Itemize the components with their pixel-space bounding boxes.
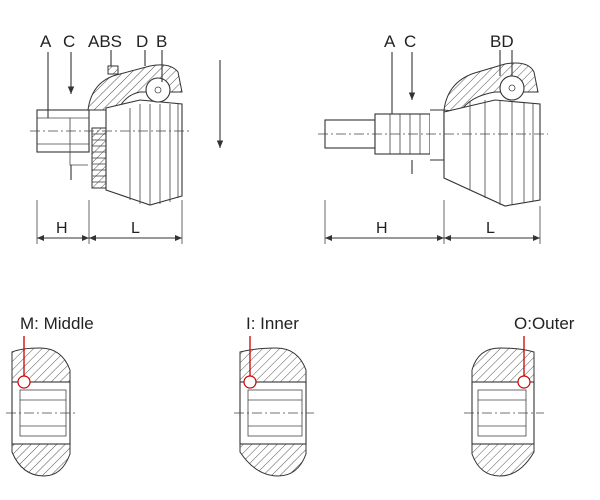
left-label-b: B [156, 32, 167, 51]
section-outer: O:Outer [464, 314, 575, 477]
right-housing [443, 99, 541, 207]
left-label-d: D [136, 32, 148, 51]
left-housing [105, 99, 183, 206]
left-dim-l: L [131, 220, 140, 237]
caption-middle: M: Middle [20, 314, 94, 333]
left-ball [145, 77, 171, 103]
right-dim-h: H [376, 220, 388, 237]
joint-left: A C ABS D B H L [30, 32, 224, 244]
middle-ball-marker [17, 375, 31, 389]
caption-outer: O:Outer [514, 314, 575, 333]
section-middle: M: Middle [6, 314, 94, 477]
left-label-c: C [63, 32, 75, 51]
caption-inner: I: Inner [246, 314, 299, 333]
left-housing-section [87, 64, 183, 111]
right-ball [499, 75, 525, 101]
right-label-bd: BD [490, 32, 514, 51]
right-label-c: C [404, 32, 416, 51]
left-dim-h: H [56, 220, 68, 237]
inner-ball-marker [243, 375, 257, 389]
right-housing-section [443, 62, 539, 113]
left-label-abs: ABS [88, 32, 122, 51]
joint-right: A C BD H L [318, 32, 548, 244]
right-label-a: A [384, 32, 396, 51]
outer-ball-marker [517, 375, 531, 389]
abs-teeth [92, 133, 106, 183]
section-inner: I: Inner [234, 314, 314, 477]
right-dim-l: L [486, 220, 495, 237]
left-label-a: A [40, 32, 52, 51]
